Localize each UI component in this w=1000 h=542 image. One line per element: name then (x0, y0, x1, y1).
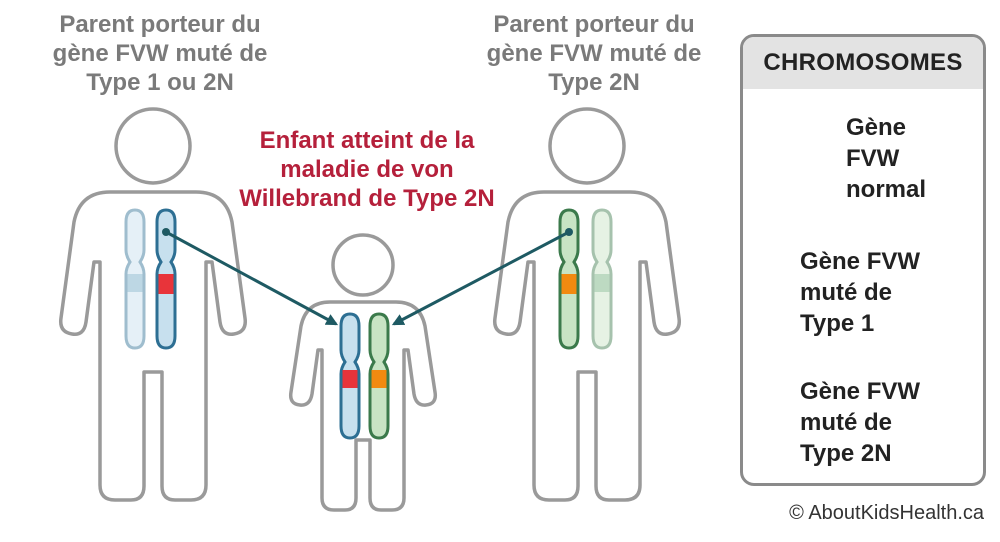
parent-left-label-line: Parent porteur du (59, 11, 261, 38)
parent-right-label-line: Parent porteur du (493, 11, 695, 38)
child-head (331, 233, 395, 297)
legend-item-line: Gène (846, 114, 907, 141)
legend-item-line: Gène FVW (800, 248, 921, 275)
child-body (288, 300, 438, 512)
parent-right-chromosome-normal (591, 208, 613, 350)
child-label-line: maladie de von (280, 156, 454, 183)
parent-right-head (548, 107, 626, 185)
parent-left-head (114, 107, 192, 185)
child-label: Enfant atteint de la maladie de von Will… (222, 126, 512, 213)
legend-item-type1: Gène FVW muté de Type 1 (800, 246, 920, 339)
type2n-mutation-band (561, 274, 577, 294)
child-chromosome-type2n (368, 312, 390, 440)
legend-item-line: FVW (846, 145, 900, 172)
inheritance-arrow-right (391, 228, 573, 326)
legend-item-line: Type 2N (800, 440, 892, 467)
chromosome-legend: CHROMOSOMES (740, 34, 986, 486)
copyright-text: © AboutKidsHealth.ca (789, 502, 984, 524)
parent-right-label-line: Type 2N (548, 69, 640, 96)
parent-right-chromosome-type2n (558, 208, 580, 350)
legend-item-normal: Gène FVW normal (846, 112, 926, 205)
parent-right-label: Parent porteur du gène FVW muté de Type … (464, 10, 724, 97)
parent-left-label-line: gène FVW muté de (52, 40, 268, 67)
legend-title: CHROMOSOMES (743, 37, 983, 89)
child-figure (288, 233, 438, 512)
legend-item-line: muté de (800, 279, 893, 306)
child-label-line: Willebrand de Type 2N (239, 185, 495, 212)
parent-figure-left (58, 107, 248, 502)
legend-item-line: normal (846, 176, 927, 203)
parent-left-chromosome-normal (124, 208, 146, 350)
parent-left-chromosome-type1 (155, 208, 177, 350)
parent-right-body (492, 190, 682, 502)
parent-left-label: Parent porteur du gène FVW muté de Type … (30, 10, 290, 97)
parent-left-label-line: Type 1 ou 2N (86, 69, 234, 96)
child-chromosome-type1 (339, 312, 361, 440)
legend-item-line: muté de (800, 409, 893, 436)
legend-item-type2n: Gène FVW muté de Type 2N (800, 376, 920, 469)
child-label-line: Enfant atteint de la (259, 127, 475, 154)
legend-item-line: Type 1 (800, 310, 875, 337)
parent-right-label-line: gène FVW muté de (486, 40, 702, 67)
parent-left-body (58, 190, 248, 502)
parent-figure-right (492, 107, 682, 502)
inheritance-arrow-left (162, 228, 339, 326)
legend-item-line: Gène FVW (800, 378, 921, 405)
type1-mutation-band (158, 274, 174, 294)
